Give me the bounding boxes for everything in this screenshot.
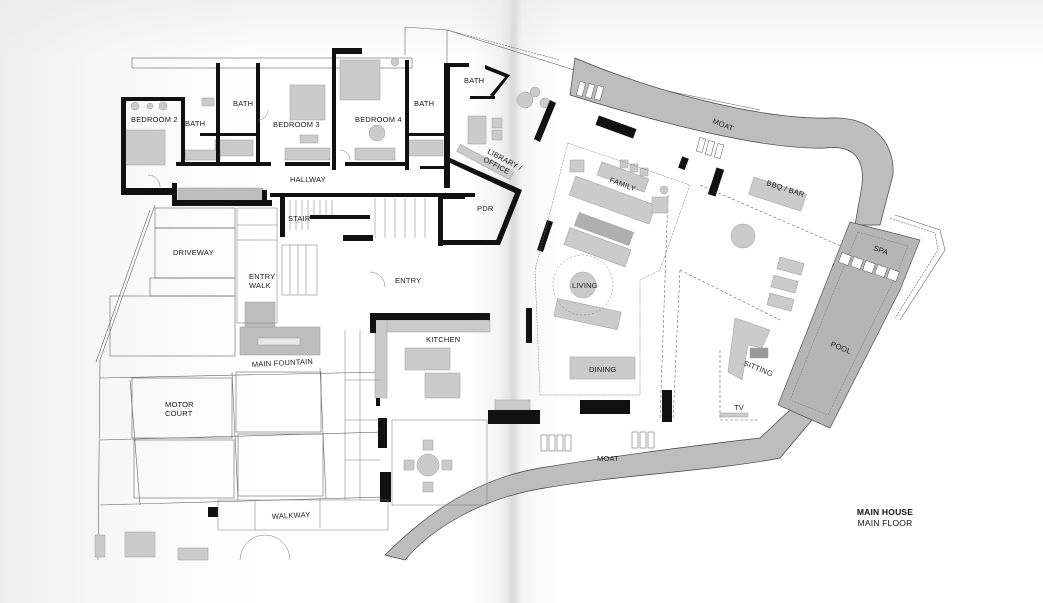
label-entry: ENTRY xyxy=(395,276,421,285)
label-bedroom-3: BEDROOM 3 xyxy=(273,120,320,129)
plan-title-block: MAIN HOUSE MAIN FLOOR xyxy=(830,507,940,529)
label-bedroom-2: BEDROOM 2 xyxy=(131,115,178,124)
detail-lines xyxy=(147,109,691,561)
furniture xyxy=(94,57,807,561)
pool-spa xyxy=(777,221,921,429)
plan-subtitle: MAIN FLOOR xyxy=(857,518,913,528)
label-entry-walk-2: WALK xyxy=(249,281,271,290)
label-moat-bottom: MOAT xyxy=(597,454,619,463)
label-walkway: WALKWAY xyxy=(272,510,311,521)
book-gutter xyxy=(508,0,522,603)
label-entry-walk-1: ENTRY xyxy=(249,272,275,281)
label-dining: DINING xyxy=(589,365,616,374)
label-hallway: HALLWAY xyxy=(290,175,326,184)
label-motor-court-1: MOTOR xyxy=(165,400,194,409)
label-main-fountain: MAIN FOUNTAIN xyxy=(252,357,314,369)
label-tv: TV xyxy=(734,403,744,412)
site-lines xyxy=(95,26,946,561)
label-sitting: SITTING xyxy=(742,359,774,379)
label-kitchen: KITCHEN xyxy=(426,335,460,344)
stair-treads xyxy=(281,198,426,296)
moat xyxy=(384,57,894,561)
label-bath-2: BATH xyxy=(233,99,253,108)
label-pdr: PDR xyxy=(477,204,494,213)
label-driveway: DRIVEWAY xyxy=(173,248,214,257)
label-bedroom-4: BEDROOM 4 xyxy=(355,115,402,124)
walls xyxy=(121,48,725,517)
label-bath-3: BATH xyxy=(414,99,434,108)
plan-title: MAIN HOUSE xyxy=(856,507,914,517)
label-motor-court-2: COURT xyxy=(165,409,193,418)
label-stair: STAIR xyxy=(288,214,311,223)
label-bath-1: BATH xyxy=(185,119,205,128)
label-living: LIVING xyxy=(572,281,598,290)
label-bath-4: BATH xyxy=(464,76,484,85)
